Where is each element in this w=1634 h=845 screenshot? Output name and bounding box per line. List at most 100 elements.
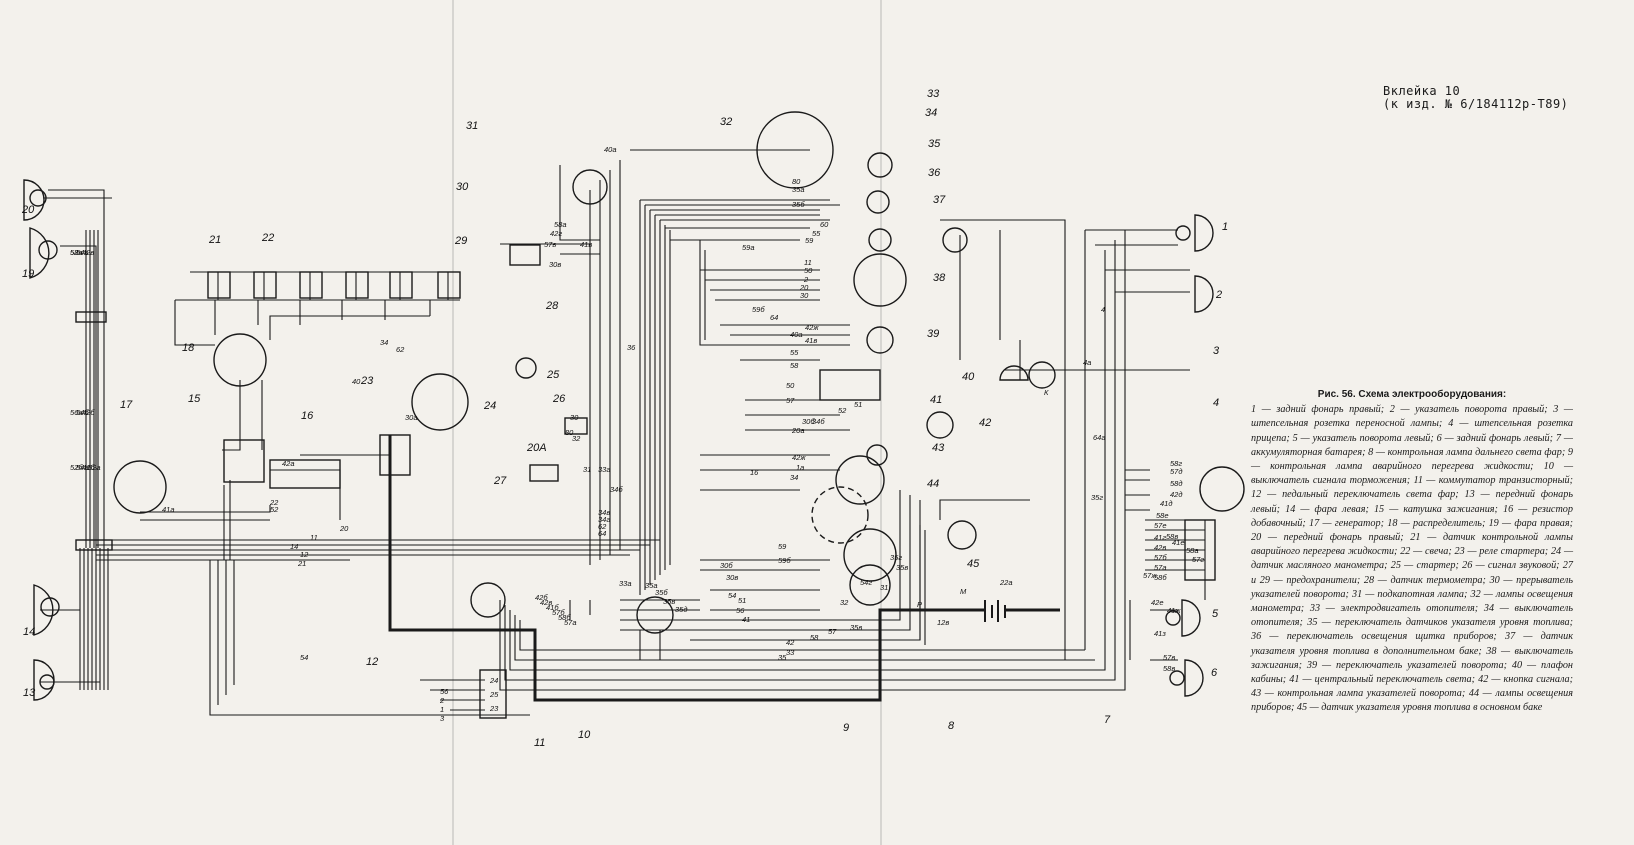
wire-label: 64 xyxy=(770,313,778,322)
wire-label: 41д xyxy=(1160,499,1173,508)
wire-label: 23 xyxy=(489,704,499,713)
wire-label: 57б xyxy=(1154,553,1167,562)
wire-label: 60 xyxy=(820,220,829,229)
wire-label: 42 xyxy=(786,638,795,647)
wire-label: 57а xyxy=(564,618,577,627)
wire-label: 34б xyxy=(812,417,825,426)
wire-label: 20 xyxy=(339,524,349,533)
wire-label: 58в xyxy=(1166,532,1178,541)
wire-label: 52в xyxy=(70,248,82,257)
wire-label: 2 xyxy=(803,275,809,284)
wire-label: 54г xyxy=(860,578,872,587)
wire-label: 52а xyxy=(88,463,101,472)
wire-label: 20 xyxy=(799,283,809,292)
component-label-38: 38 xyxy=(933,272,946,284)
caption-title: Рис. 56. Схема электрооборудования: xyxy=(1317,389,1507,400)
wire-label: 16 xyxy=(750,468,759,477)
component-label-34: 34 xyxy=(925,107,937,119)
wire-label: 40а xyxy=(604,145,617,154)
wire-label: 41а xyxy=(162,505,175,514)
wire-label: 30б xyxy=(720,561,733,570)
wire-label: 25 xyxy=(489,690,499,699)
wire-label: 42б xyxy=(535,593,548,602)
wire-label: 41г xyxy=(1154,533,1166,542)
wire-label: 32 xyxy=(840,598,849,607)
wire-label: 50 xyxy=(786,381,795,390)
insert-reference: Вклейка 10 (к изд. № 6/184112р-Т89) xyxy=(1383,85,1568,111)
figure-caption: Рис. 56. Схема электрооборудования: 1 — … xyxy=(1251,388,1573,716)
wire-label: 21 xyxy=(297,559,306,568)
component-label-3: 3 xyxy=(1213,345,1220,357)
component-label-41: 41 xyxy=(930,394,942,406)
wire-label: 11 xyxy=(310,533,318,542)
component-label-17: 17 xyxy=(120,399,133,411)
wire-label: 58г xyxy=(1170,459,1182,468)
wire-label: 57д xyxy=(1170,467,1183,476)
wire-label: 64 xyxy=(598,529,606,538)
component-label-6: 6 xyxy=(1211,667,1218,679)
wire-label: 57б xyxy=(552,608,565,617)
wire-label: 30в xyxy=(726,573,738,582)
component-label-4: 4 xyxy=(1213,397,1219,409)
component-label-21: 21 xyxy=(208,234,221,246)
wire-label: 58 xyxy=(790,361,799,370)
wire-label: 58б xyxy=(558,613,571,622)
wire-label: М xyxy=(960,587,967,596)
wire-label: 35г xyxy=(890,553,902,562)
wire-label: 41е xyxy=(1172,538,1185,547)
wire-label: 62 xyxy=(598,522,607,531)
wire-label: 42д xyxy=(1170,490,1183,499)
wire-label: 35а xyxy=(792,185,805,194)
wire-label: 57в xyxy=(1163,653,1175,662)
wire-label: 35 xyxy=(778,653,787,662)
component-label-8: 8 xyxy=(948,720,955,732)
wire-label: 22а xyxy=(999,578,1013,587)
component-label-37: 37 xyxy=(933,194,946,206)
component-label-28: 28 xyxy=(545,300,559,312)
wire-label: 41в xyxy=(580,240,592,249)
component-label-5: 5 xyxy=(1212,608,1219,620)
wire-label: 52б xyxy=(70,463,83,472)
wire-label: 56 xyxy=(736,606,745,615)
wire-label: 52 xyxy=(270,505,279,514)
wire-label: 42а xyxy=(282,459,295,468)
wire-label: 54в xyxy=(76,248,88,257)
wire-label: 55 xyxy=(790,348,799,357)
component-label-15: 15 xyxy=(188,393,201,405)
wire-label: 58а xyxy=(554,220,567,229)
wire-label: 50 xyxy=(804,266,813,275)
component-label-19: 19 xyxy=(22,268,34,280)
component-label-36: 36 xyxy=(928,167,941,179)
wire-label: 54б xyxy=(76,408,89,417)
component-label-7: 7 xyxy=(1104,714,1111,726)
wire-label: 32 xyxy=(572,434,581,443)
wire-label: 35д xyxy=(675,605,688,614)
insert-line-2: (к изд. № 6/184112р-Т89) xyxy=(1383,97,1569,111)
wire-label: 58а xyxy=(1186,546,1199,555)
component-label-45: 45 xyxy=(967,558,980,570)
component-label-31: 31 xyxy=(466,120,478,132)
wire-label: 41з xyxy=(1154,629,1166,638)
component-label-23: 23 xyxy=(360,375,374,387)
wire-label: 34б xyxy=(610,485,623,494)
wire-label: 30б xyxy=(802,417,815,426)
wire-label: 56 xyxy=(440,687,449,696)
wire-label: 35в xyxy=(850,623,862,632)
wire-label: 22 xyxy=(269,498,279,507)
wire-bundle xyxy=(40,149,1206,716)
wire-label: 57 xyxy=(828,627,837,636)
wire-label: 12 xyxy=(300,550,309,559)
wire-label: 59б xyxy=(778,556,791,565)
component-label-35: 35 xyxy=(928,138,941,150)
wire-label: 42б xyxy=(82,408,95,417)
wire-label: 34а xyxy=(598,515,611,524)
wire-label: 34 xyxy=(380,338,388,347)
wire-label: 41ж xyxy=(1167,606,1181,615)
component-label-22: 22 xyxy=(261,232,274,244)
wire-label: 54 xyxy=(300,653,308,662)
wire-label: 4 xyxy=(1101,305,1105,314)
wire-label: 35б xyxy=(792,200,805,209)
wire-label: 55 xyxy=(812,229,821,238)
